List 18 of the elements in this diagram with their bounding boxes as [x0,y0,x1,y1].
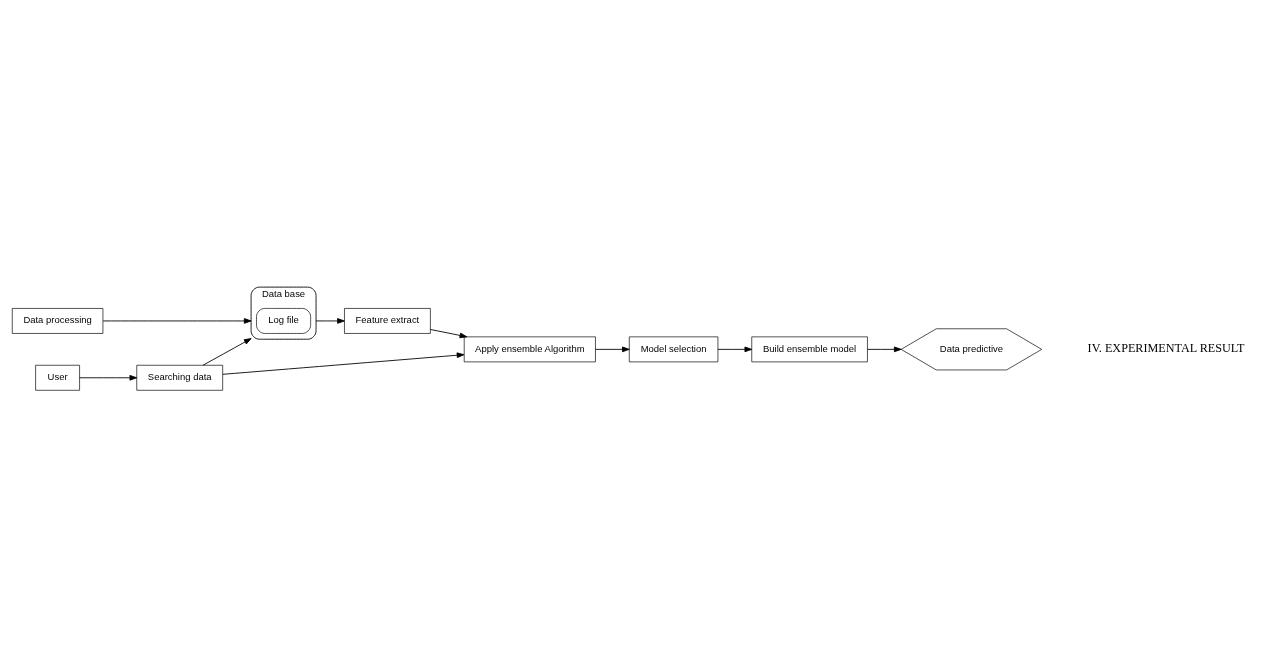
node-box: Model selection [628,336,719,362]
arrow [222,351,465,375]
arrow [315,317,345,324]
arrow [595,346,630,352]
node-box: Apply ensemble Algorithm [463,336,596,362]
arrow [717,346,753,352]
node-box: Data processing [11,307,104,334]
node-box: Feature extract [344,307,431,334]
arrow [202,337,252,366]
node-box: Log file [256,307,311,334]
arrow [867,346,902,352]
arrow [430,328,468,338]
node-box: Build ensemble model [751,336,868,362]
label: IV. EXPERIMENTAL RESULT [1087,340,1245,355]
arrow [102,317,252,324]
node-box: Searching data [136,364,223,391]
node-box: User [35,364,80,391]
arrow [79,374,138,381]
